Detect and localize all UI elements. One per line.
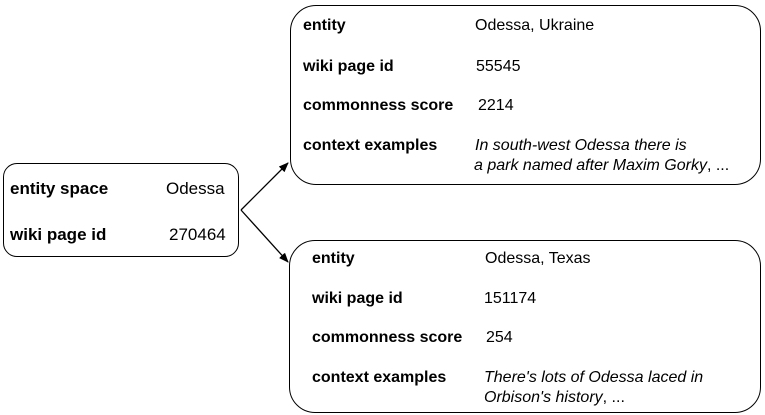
entity-label: entity [303,17,346,34]
context-example-line-2-tail: , ... [602,389,625,406]
source-wiki-page-id-value: 270464 [169,225,226,244]
entity-value: Odessa, Ukraine [475,17,595,34]
context-example-line-2: a park named after Maxim Gorky, ... [474,158,729,174]
commonness-score-value: 254 [486,329,513,346]
wiki-page-id-label: wiki page id [303,58,394,75]
wiki-page-id-value: 55545 [476,58,521,75]
context-example-line-1: In south-west Odessa there is [475,137,687,154]
context-example-line-2-tail: , ... [706,157,730,174]
wiki-page-id-value: 151174 [484,290,537,307]
context-examples-label: context examples [312,369,447,386]
entity-label: entity [312,250,355,267]
commonness-score-label: commonness score [312,329,463,346]
commonness-score-label: commonness score [303,97,454,114]
entity-space-label: entity space [10,179,109,198]
source-entity-box: entity space Odessa wiki page id 270464 [3,163,239,257]
candidate-box-texas: entity Odessa, Texas wiki page id 151174… [289,240,761,413]
arrow-to-texas [240,209,289,263]
context-example-line-1: There's lots of Odessa laced in [484,369,704,386]
source-wiki-page-id-label: wiki page id [10,225,107,244]
entity-value: Odessa, Texas [485,250,591,267]
commonness-score-value: 2214 [478,97,514,114]
context-example-line-2-italic: Orbison's history [484,389,603,406]
wiki-page-id-label: wiki page id [312,290,403,307]
entity-space-value: Odessa [166,179,225,198]
context-example-line-2: Orbison's history, ... [484,390,625,406]
candidate-box-ukraine: entity Odessa, Ukraine wiki page id 5554… [290,5,761,185]
arrow-to-ukraine [240,162,289,211]
context-examples-label: context examples [303,137,438,154]
context-example-line-2-italic: a park named after Maxim Gorky [474,157,707,174]
